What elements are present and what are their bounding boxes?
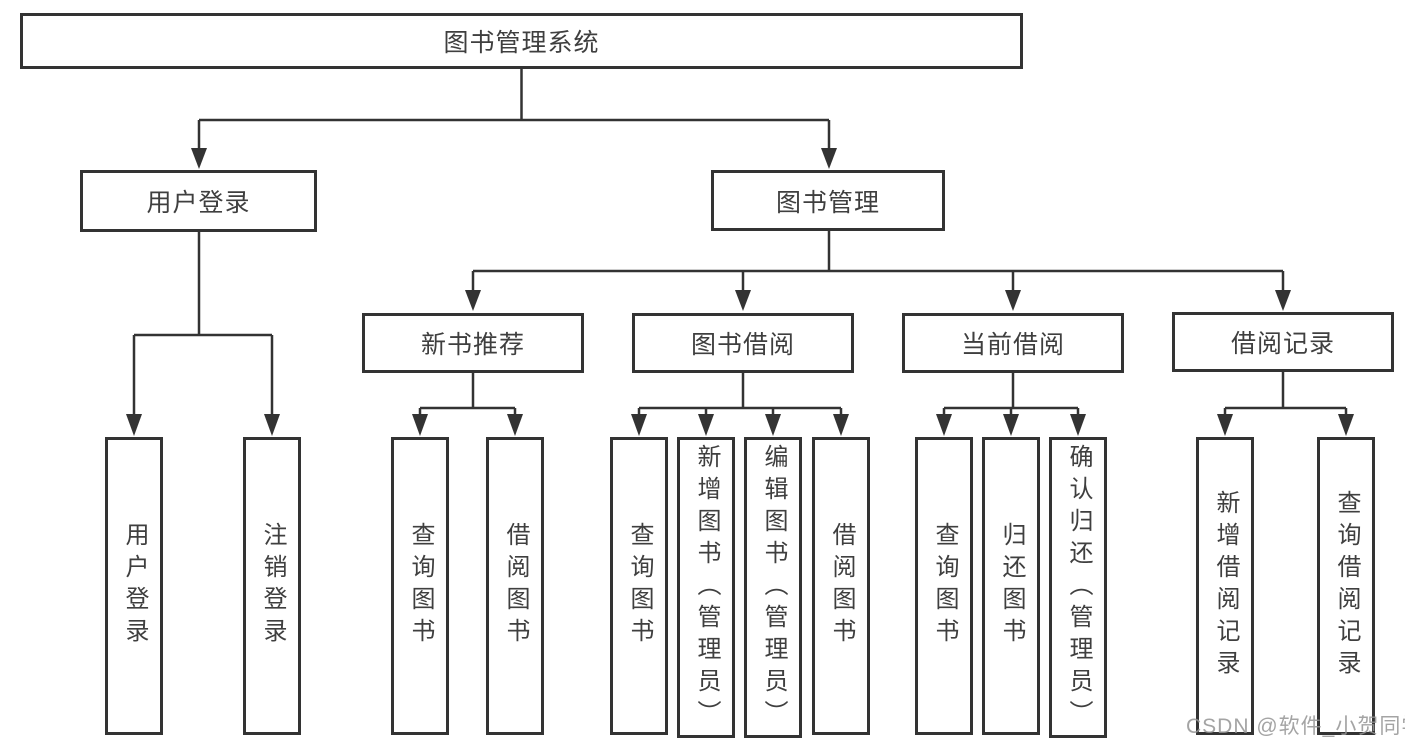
node-label: 用户登录	[146, 189, 251, 217]
leaf-label: 借阅图书	[828, 522, 855, 650]
node-book-management-system: 图书管理系统	[20, 13, 1023, 69]
leaf-label: 用户登录	[121, 522, 148, 650]
leaf-label: 查询图书	[407, 522, 434, 650]
leaf-label: 新增借阅记录	[1212, 490, 1239, 682]
node-label: 新书推荐	[420, 331, 525, 359]
leaf-return-books: 归还图书	[982, 437, 1040, 735]
leaf-borrow-books-1: 借阅图书	[486, 437, 544, 735]
leaf-user-login: 用户登录	[105, 437, 163, 735]
node-label: 图书管理	[775, 188, 880, 217]
node-label: 图书借阅	[690, 331, 795, 359]
node-new-book-recommend: 新书推荐	[362, 313, 584, 373]
leaf-query-books-1: 查询图书	[391, 437, 449, 735]
node-label: 当前借阅	[960, 331, 1065, 359]
leaf-label: 编辑图书（管理员）	[760, 443, 787, 732]
leaf-label: 查询借阅记录	[1333, 490, 1360, 682]
node-label: 图书管理系统	[443, 29, 600, 57]
leaf-label: 归还图书	[998, 522, 1025, 650]
node-book-management: 图书管理	[711, 170, 945, 231]
leaf-add-books-admin: 新增图书（管理员）	[677, 437, 735, 738]
leaf-label: 新增图书（管理员）	[693, 443, 720, 732]
leaf-logout: 注销登录	[243, 437, 301, 735]
node-book-borrowing: 图书借阅	[632, 313, 854, 373]
leaf-label: 注销登录	[259, 522, 286, 650]
csdn-watermark: CSDN @软件_小贺同学	[1186, 715, 1405, 738]
leaf-query-books-2: 查询图书	[610, 437, 668, 735]
leaf-query-books-3: 查询图书	[915, 437, 973, 735]
leaf-label: 查询图书	[931, 522, 958, 650]
leaf-confirm-return-admin: 确认归还（管理员）	[1049, 437, 1107, 738]
leaf-label: 查询图书	[626, 522, 653, 650]
leaf-label: 借阅图书	[502, 522, 529, 650]
node-user-login: 用户登录	[80, 170, 317, 232]
leaf-label: 确认归还（管理员）	[1065, 443, 1092, 732]
node-label: 借阅记录	[1230, 330, 1335, 358]
leaf-edit-books-admin: 编辑图书（管理员）	[744, 437, 802, 738]
node-current-borrowing: 当前借阅	[902, 313, 1124, 373]
leaf-borrow-books-2: 借阅图书	[812, 437, 870, 735]
node-borrowing-records: 借阅记录	[1172, 312, 1394, 372]
leaf-query-borrow-record: 查询借阅记录	[1317, 437, 1375, 735]
leaf-add-borrow-record: 新增借阅记录	[1196, 437, 1254, 735]
